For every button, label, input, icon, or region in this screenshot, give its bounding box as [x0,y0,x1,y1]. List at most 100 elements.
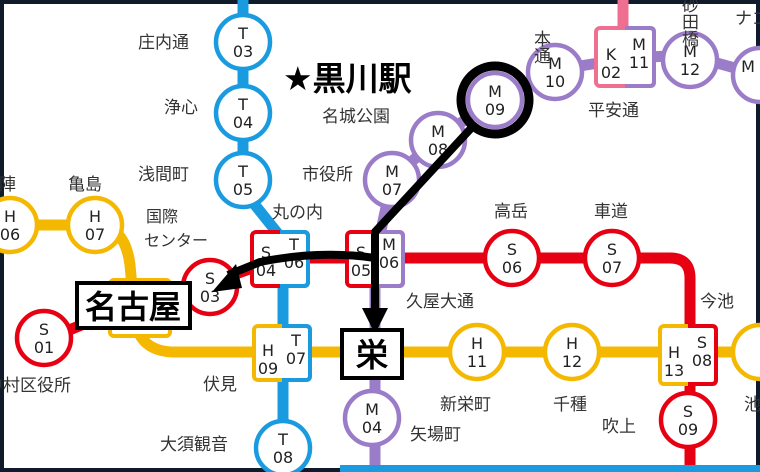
label-kamejima: 亀島 [68,175,102,195]
svg-text:06: 06 [0,225,20,244]
svg-text:11: 11 [629,53,649,72]
label-hondori: 本通 [530,30,551,64]
svg-text:09: 09 [485,100,505,119]
label-sunadabashi: 砂田橋 [678,0,699,48]
svg-text:09: 09 [678,420,698,439]
svg-text:12: 12 [680,60,700,79]
svg-text:08: 08 [692,351,712,370]
label-osu-kannon: 大須観音 [160,435,228,455]
station-M12[interactable]: M12 [660,30,720,90]
station-H07[interactable]: H07 [65,195,125,255]
svg-text:H: H [471,334,483,353]
label-shiyakusho: 市役所 [302,165,353,185]
station-M09[interactable]: M09 [465,70,525,130]
svg-text:T: T [290,331,301,350]
label-chikusa: 千種 [553,395,587,415]
label-yabacho: 矢場町 [410,425,461,445]
svg-text:K: K [606,45,617,64]
svg-text:T: T [277,430,288,449]
station-T08[interactable]: T08 [253,418,313,472]
station-T03[interactable]: T03 [213,12,273,72]
route-arrow-line [226,121,478,320]
svg-text:03: 03 [200,287,220,306]
svg-text:05: 05 [233,180,253,199]
station-S06[interactable]: S06 [482,228,542,288]
label-kokusai: 国際 [146,207,178,226]
label-honjin: 本陣 [0,175,16,195]
svg-text:H: H [566,334,578,353]
arrowhead-nagoya [212,264,242,292]
station-M13[interactable]: M [730,45,760,105]
svg-text:07: 07 [602,258,622,277]
svg-text:T: T [237,24,248,43]
svg-text:S: S [697,333,707,352]
label-heian-dori: 平安通 [588,101,639,121]
svg-text:13: 13 [664,361,684,380]
station-S09[interactable]: S09 [658,390,718,450]
svg-text:08: 08 [273,448,293,467]
svg-text:H: H [4,207,16,226]
label-kurumamichi: 車道 [594,202,628,222]
svg-text:S: S [261,243,271,262]
station-H06[interactable]: H06 [0,195,40,255]
svg-text:04: 04 [362,418,382,437]
destination-sakae: 栄 [340,328,404,380]
station-S07[interactable]: S07 [582,228,642,288]
svg-text:M: M [365,400,379,419]
station-H14-partial[interactable] [730,322,760,382]
svg-text:M: M [683,42,697,61]
station-T05[interactable]: T05 [213,150,273,210]
station-M10[interactable]: M10 [525,42,585,102]
label-ikeshita-partial: 池 [744,395,760,415]
label-imaike: 今池 [700,292,734,312]
svg-text:06: 06 [379,253,399,272]
svg-text:S: S [607,240,617,259]
destination-sakae-label: 栄 [356,336,388,374]
svg-text:M: M [431,122,445,141]
svg-text:H: H [262,341,274,360]
title-kurokawa-station: ★黒川駅 [283,59,412,98]
svg-text:07: 07 [382,180,402,199]
svg-text:S: S [205,269,215,288]
svg-text:09: 09 [258,359,278,378]
label-shinsakae-machi: 新栄町 [440,395,491,415]
label-shonai-dori: 庄内通 [138,33,189,53]
svg-text:M: M [548,54,562,73]
svg-text:07: 07 [286,349,306,368]
station-H11[interactable]: H11 [447,322,507,382]
svg-text:10: 10 [545,72,565,91]
label-nagoya-dome: ナゴヤドーム前矢田 [735,8,760,29]
svg-text:M: M [488,82,502,101]
svg-text:03: 03 [233,42,253,61]
svg-text:H: H [668,343,680,362]
svg-text:02: 02 [601,63,621,82]
interchange-imaike[interactable]: H13 S08 [658,324,718,386]
svg-text:T: T [288,235,299,254]
svg-text:M: M [385,162,399,181]
svg-text:S: S [683,402,693,421]
label-josshin: 浄心 [164,98,198,118]
label-nakamura-kuyakusho: 中村区役所 [0,376,71,396]
interchange-heian-dori[interactable]: K02 M11 [594,26,656,88]
svg-text:H: H [89,207,101,226]
svg-text:M: M [741,57,755,76]
label-kokusai-center: 国際センター [144,207,208,250]
svg-text:M: M [632,35,646,54]
svg-text:M: M [382,235,396,254]
svg-text:12: 12 [562,352,582,371]
svg-text:S: S [507,240,517,259]
label-fukiage: 吹上 [602,417,636,437]
label-meijo-koen: 名城公園 [322,107,390,127]
station-M04[interactable]: M04 [342,388,402,448]
interchange-fushimi[interactable]: H09 T07 [252,324,312,382]
station-T04[interactable]: T04 [213,83,273,143]
destination-nagoya-label: 名古屋 [85,288,181,326]
svg-text:06: 06 [502,258,522,277]
station-H12[interactable]: H12 [542,322,602,382]
svg-text:11: 11 [467,352,487,371]
destination-nagoya: 名古屋 [75,281,192,330]
svg-text:T: T [237,95,248,114]
station-S01[interactable]: S01 [14,308,74,368]
